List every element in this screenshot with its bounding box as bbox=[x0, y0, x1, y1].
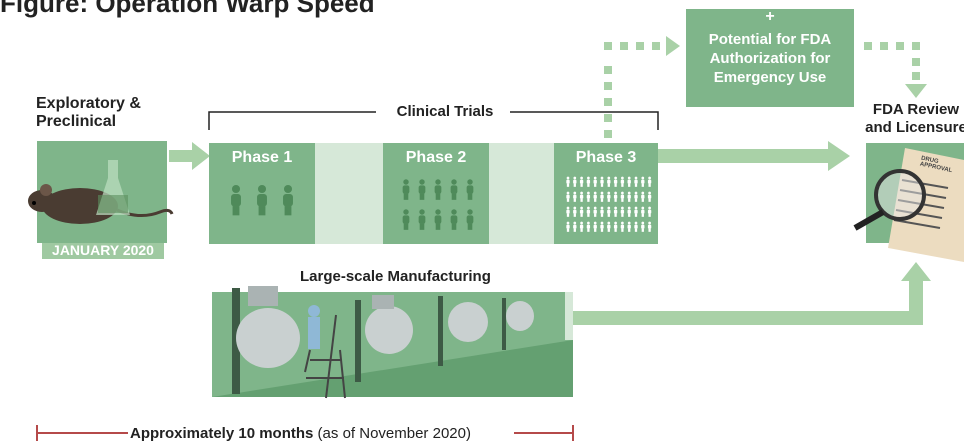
january-badge-bg bbox=[42, 243, 164, 259]
eua-dotted-path bbox=[604, 36, 927, 138]
clinical-trials-label: Clinical Trials bbox=[396, 103, 494, 120]
exploratory-label-line2: Preclinical bbox=[36, 113, 117, 130]
phase2-participants-icon bbox=[402, 179, 474, 230]
arrow-to-fda bbox=[658, 141, 850, 171]
eua-plus-icon: + bbox=[765, 8, 775, 25]
timeline-bracket bbox=[36, 425, 574, 441]
phase3-box bbox=[554, 143, 658, 244]
phase1-box bbox=[209, 143, 315, 244]
exploratory-label-line1: Exploratory & bbox=[36, 95, 141, 112]
eua-label-line1: Potential for FDA bbox=[708, 31, 832, 48]
clinical-trials-bracket bbox=[208, 111, 659, 130]
flask-icon bbox=[96, 160, 130, 215]
fda-label-line1: FDA Review bbox=[872, 101, 960, 118]
manufacturing-floor bbox=[212, 340, 573, 397]
arrow-manufacturing-to-fda bbox=[573, 262, 931, 325]
arrow-to-phase1 bbox=[169, 142, 210, 170]
fda-label: FDA Review and Licensure bbox=[856, 101, 964, 137]
phase2-label: Phase 2 bbox=[405, 149, 467, 166]
fda-label-line2: and Licensure bbox=[865, 119, 964, 136]
phase3-participants-icon bbox=[566, 176, 652, 232]
january-badge: JANUARY 2020 bbox=[52, 242, 154, 258]
eua-label: Potential for FDA Authorization for Emer… bbox=[686, 30, 854, 87]
timeline-duration: Approximately 10 months bbox=[130, 425, 314, 442]
manufacturing-label: Large-scale Manufacturing bbox=[300, 268, 491, 285]
phase3-label: Phase 3 bbox=[575, 149, 637, 166]
phase1-participants-icon bbox=[231, 184, 293, 216]
manufacturing-tanks-icon bbox=[232, 286, 573, 394]
magnifying-glass-icon bbox=[853, 169, 926, 231]
timeline-note: (as of November 2020) bbox=[313, 425, 471, 442]
eua-label-line3: Emergency Use bbox=[713, 69, 827, 86]
eua-box bbox=[686, 9, 854, 107]
exploratory-label: Exploratory & Preclinical bbox=[36, 95, 176, 131]
technician-on-ladder-icon bbox=[304, 305, 346, 399]
page-title: Figure: Operation Warp Speed bbox=[0, 0, 375, 18]
timeline-label: Approximately 10 months (as of November … bbox=[130, 425, 471, 442]
eua-label-line2: Authorization for bbox=[709, 50, 831, 67]
phase1-label: Phase 1 bbox=[231, 149, 293, 166]
